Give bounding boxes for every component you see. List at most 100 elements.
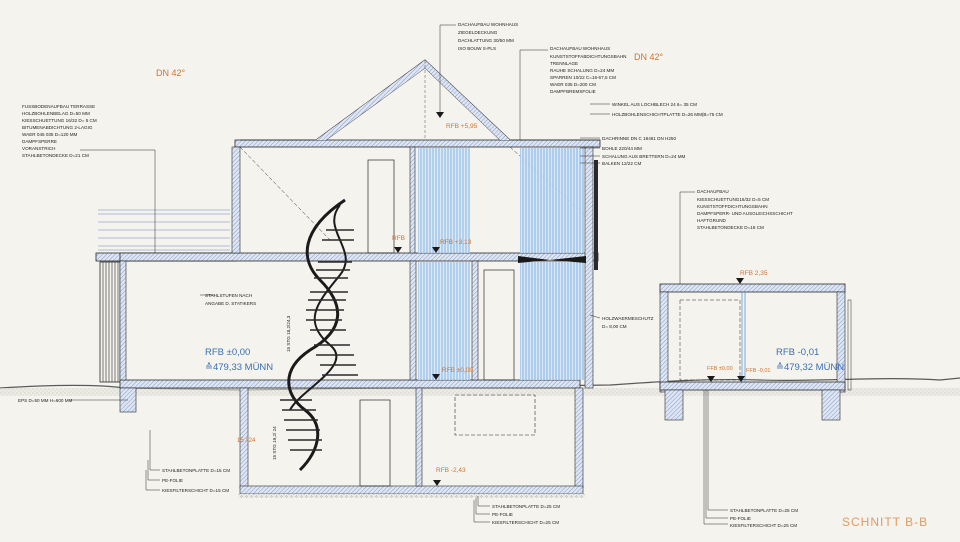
note-line: KIESSCHUETTUNG16/32 D=5 CM (697, 197, 769, 202)
glass-panel-upper (418, 148, 470, 253)
note-line: KIESFILTERSCHICHT D=25 CM (730, 523, 797, 528)
ground-fill (0, 388, 960, 396)
glass-panel-ground (418, 262, 470, 380)
annex (659, 283, 852, 421)
note-line: ZIEGELDECKUNG (458, 30, 498, 35)
note-line: WAER 045 035 D=120 MM (22, 132, 78, 137)
note-roof-main: DACHAUFBAU WOHNHAUS ZIEGELDECKUNG DACHLA… (458, 22, 518, 51)
level-annex-ffb1: FFB ±0,00 (707, 366, 733, 372)
note-line: DAMPFSPERR- UND AUSGLEICHSSCHICHT (697, 211, 793, 216)
note-terrace: FUSSBODENAUFBAU TERRASSE HOLZBOHLENBELAG… (22, 104, 97, 158)
ground-door (483, 269, 515, 381)
note-line: KUNSTSTOFFABDICHTUNGSBAHN (550, 54, 627, 59)
note-line: HOLZBOHLENSCHICHTPLATTE D=26 MM(B=75 CM (612, 112, 723, 117)
glass-panel-right-ground (520, 262, 584, 380)
roof-pitch-right: DN 42° (634, 52, 664, 62)
note-line: D= 8,00 CM (602, 324, 627, 329)
note-line: DACHLATTUNG 30/50 MM (458, 38, 514, 43)
note-line: ANGABE D. STATIKERS (205, 301, 256, 306)
spiral-stair (280, 198, 358, 472)
upper-door (367, 159, 395, 254)
level-ridge: RFB +5,95 (446, 123, 478, 130)
note-foundation-right: STAHLBETONPLATTE D=25 CM PE-FOLIE KIESFI… (730, 508, 798, 528)
wall-right (584, 146, 594, 389)
note-line: SPARREN 10/22 C=16-67,5 CM (550, 75, 616, 80)
note-line: DACHAUFBAU WOHNHAUS (550, 46, 610, 51)
level-annex-floor: RFB -0,01 (776, 347, 819, 358)
note-line: WAER 035 D=200 CM (550, 82, 596, 87)
note-annex-roof: DACHAUFBAU KIESSCHUETTUNG16/32 D=5 CM KU… (697, 189, 793, 230)
note-line: TRENNLAGE (550, 61, 578, 66)
main-house (95, 59, 601, 498)
glass-panel-right-upper (520, 148, 584, 253)
leader-lines (70, 24, 728, 525)
note-line: KIESFILTERSCHICHT D=15 CM (162, 488, 229, 493)
note-line: DAMPFSPERRE (22, 139, 57, 144)
note-line: STAHLBETONPLATTE D=25 CM (730, 508, 798, 513)
note-line: KIESSCHUETTUNG 16/32 D= 5 CM (22, 118, 97, 123)
stair-dim-upper: 15 STG 18,2/24,3 (286, 315, 291, 352)
note-line: FUSSBODENAUFBAU TERRASSE (22, 104, 95, 109)
drawing-title: SCHNITT B-B (842, 515, 928, 529)
note-line: KIESFILTERSCHICHT D=25 CM (492, 520, 559, 525)
note-line: BITUMENABDICHTUNG 2-LAGIG (22, 125, 93, 130)
note-line: DACHAUFBAU (697, 189, 729, 194)
roof-pitch-left: DN 42° (156, 68, 186, 78)
wall-ground-left (119, 260, 127, 381)
note-line: DACHAUFBAU WOHNHAUS (458, 22, 518, 27)
level-triangles (394, 112, 745, 486)
level-annex-abs: ≙479,32 MÜNN (776, 361, 844, 373)
ground-floor-slab (119, 379, 581, 389)
level-annex-ffb2: FFB -0,01 (746, 368, 770, 374)
note-line: KUNSTSTOFFDICHTUNGSBAHN (697, 204, 768, 209)
note-line: DAMPFBREMSFOLIE (550, 89, 596, 94)
note-foundation-mid: STAHLBETONPLATTE D=25 CM PE-FOLIE KIESFI… (492, 504, 560, 525)
note-line: RAUHE SCHALUNG D=24 MM (550, 68, 614, 73)
note-roof-side: DACHAUFBAU WOHNHAUS KUNSTSTOFFABDICHTUNG… (550, 46, 627, 94)
terrace-railing (98, 209, 230, 251)
note-line: PE-FOLIE (730, 516, 751, 521)
note-line: VORANSTRICH (22, 146, 55, 151)
wall-ground-mid2 (471, 260, 479, 381)
wall-right-outer (594, 160, 598, 270)
stair-dim-lower: 15 STG 19,2/ 24 (272, 426, 277, 460)
wall-upper-mid (409, 146, 416, 254)
stair-dim-small: 15 / 24 (237, 438, 256, 444)
note-line: STAHLBETONPLATTE D=25 CM (492, 504, 560, 509)
level-upper-left: RFB (392, 235, 405, 242)
wall-upper-left (231, 146, 241, 254)
level-annex-roof: RFB 2,35 (740, 270, 768, 277)
note-line: SCHALUNG AUS BRETTERN D=24 MM (602, 154, 686, 159)
note-eps: EPS D=50 MM H=600 MM (18, 398, 73, 403)
note-line: STAHLBETONPLATTE D=15 CM (162, 468, 230, 473)
note-insulation: HOLZWAERMESCHUTZ D= 8,00 CM (602, 316, 654, 329)
note-line: HOLZWAERMESCHUTZ (602, 316, 654, 321)
note-line: STAHLSTUFEN NACH (205, 293, 252, 298)
note-line: PE-FOLIE (492, 512, 513, 517)
level-ground-rfb: RFB ±0,00 (205, 347, 250, 358)
note-window: WINKEL AUS LOCHBLECH 24 6= 35 CM HOLZBOH… (612, 102, 723, 117)
note-line: HOLZBOHLENBELAG D=50 MM (22, 111, 90, 116)
terrain-line (0, 377, 960, 391)
note-line: ISO BOUW S-PLS (458, 46, 496, 51)
glass-bracket (518, 256, 586, 263)
note-foundation-left: STAHLBETONPLATTE D=15 CM PE-FOLIE KIESFI… (162, 468, 230, 493)
note-line: DACHRINNE DN C 18461 DN H250 (602, 136, 676, 141)
note-line: HAFTGRUND (697, 218, 727, 223)
basement (238, 387, 585, 498)
note-stair: STAHLSTUFEN NACH ANGABE D. STATIKERS (205, 293, 256, 306)
level-upper-mid: RFB +3,13 (440, 239, 472, 246)
note-line: STAHLBETONDECKE D=18 CM (697, 225, 764, 230)
wall-ground-mid (409, 260, 417, 381)
level-ground-abs: ≙479,33 MÜNN (205, 361, 273, 373)
level-basement: RFB -2,43 (436, 467, 466, 474)
attic-slab (234, 139, 601, 148)
note-line: PE-FOLIE (162, 478, 183, 483)
note-line: STAHLBETONDECKE D=21 CM (22, 153, 89, 158)
note-line: WINKEL AUS LOCHBLECH 24 6= 35 CM (612, 102, 697, 107)
note-ceiling: DACHRINNE DN C 18461 DN H250 BOHLE 220/4… (602, 136, 686, 166)
note-line: BOHLE 220/44 MM (602, 146, 642, 151)
note-line: BALKEN 12/22 CM (602, 161, 641, 166)
